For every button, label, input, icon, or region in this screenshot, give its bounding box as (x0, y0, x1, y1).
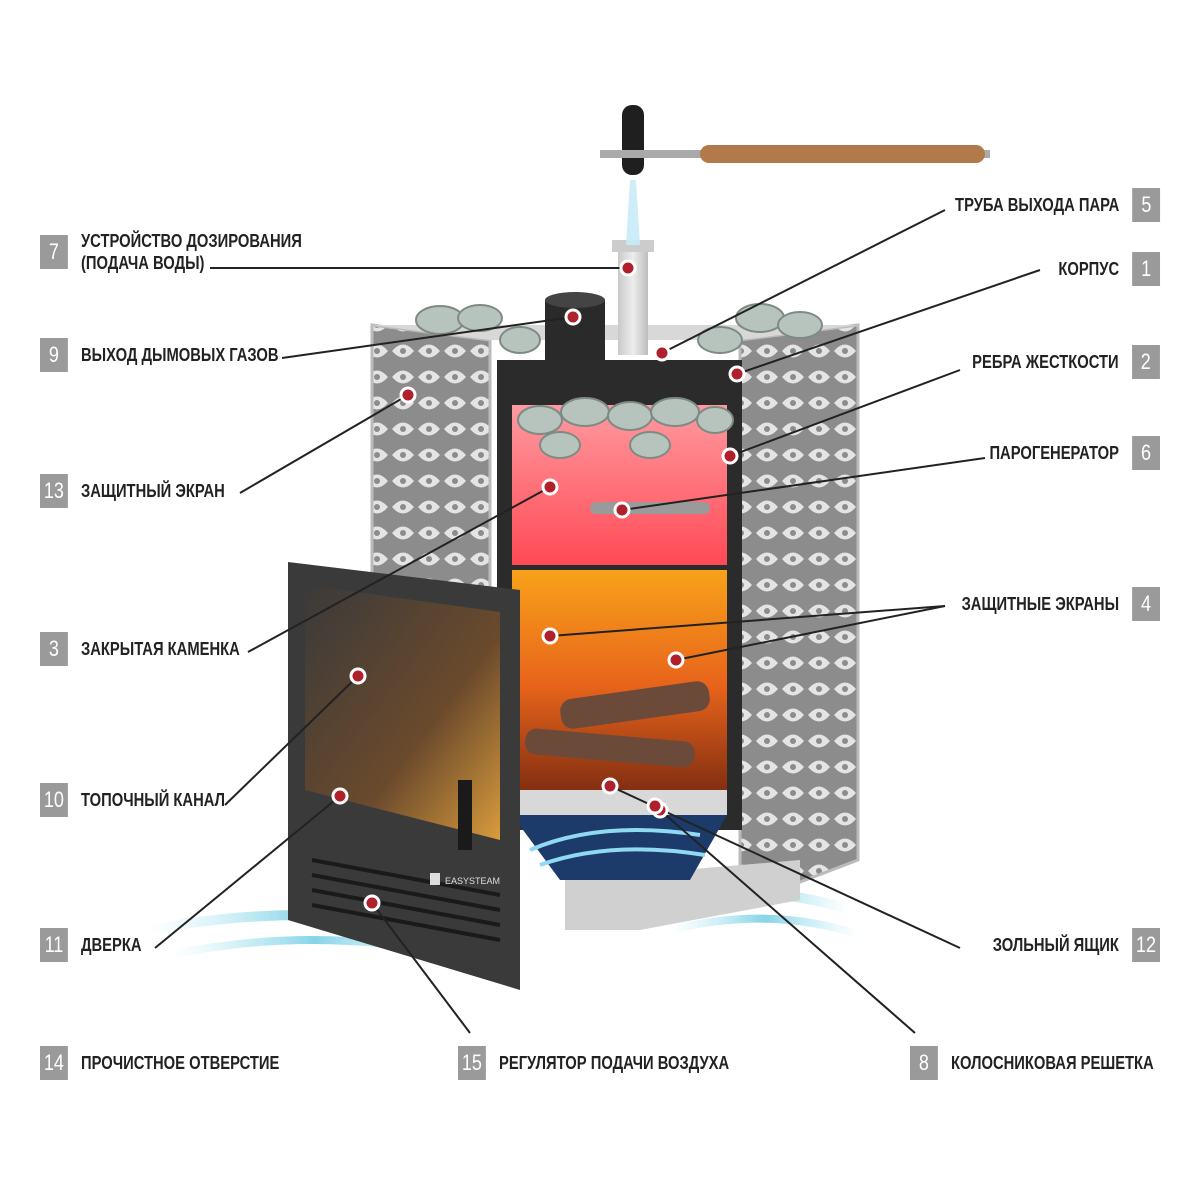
marker-15 (363, 894, 381, 912)
leader-line-4a (549, 605, 946, 637)
top-stones (415, 303, 823, 354)
steam-pipe (600, 105, 990, 355)
callout-13-number: 13 (40, 474, 68, 508)
callout-2-text: РЕБРА ЖЕСТКОСТИ (972, 352, 1119, 372)
leader-line-3 (247, 486, 551, 653)
callout-1-text: КОРПУС (1058, 259, 1119, 279)
callout-13: 13 ЗАЩИТНЫЙ ЭКРАН (40, 474, 225, 508)
callout-14-text: ПРОЧИСТНОЕ ОТВЕРСТИЕ (81, 1053, 280, 1073)
leader-line-5 (661, 209, 946, 354)
callout-12-text: ЗОЛЬНЫЙ ЯЩИК (992, 935, 1119, 955)
leader-line-10 (224, 675, 359, 806)
marker-4a (541, 627, 559, 645)
callout-9-text: ВЫХОД ДЫМОВЫХ ГАЗОВ (81, 345, 279, 365)
callout-10: 10 ТОПОЧНЫЙ КАНАЛ (40, 783, 225, 817)
callout-8-text: КОЛОСНИКОВАЯ РЕШЕТКА (951, 1053, 1154, 1073)
marker-9 (564, 308, 582, 326)
marker-1 (728, 365, 746, 383)
callout-6: ПАРОГЕНЕРАТОР 6 (989, 436, 1160, 470)
callout-9: 9 ВЫХОД ДЫМОВЫХ ГАЗОВ (40, 338, 279, 372)
stove-door: EASYSTEAM (288, 562, 520, 990)
callout-15-number: 15 (458, 1046, 486, 1080)
callout-13-text: ЗАЩИТНЫЙ ЭКРАН (81, 481, 225, 501)
callout-11-number: 11 (40, 928, 68, 962)
marker-13 (399, 386, 417, 404)
leader-line-8 (659, 809, 916, 1034)
firebox-section (497, 360, 742, 880)
brand-logo: EASYSTEAM (445, 876, 500, 886)
marker-12 (601, 777, 619, 795)
callout-14-number: 14 (40, 1046, 68, 1080)
callout-9-number: 9 (40, 338, 68, 372)
marker-5 (653, 344, 671, 362)
marker-11 (331, 787, 349, 805)
marker-6 (613, 501, 631, 519)
callout-4-text: ЗАЩИТНЫЕ ЭКРАНЫ (961, 594, 1119, 614)
callout-1: КОРПУС 1 (1058, 252, 1160, 286)
marker-10 (349, 667, 367, 685)
flue-pipe (545, 292, 605, 360)
marker-4b (667, 651, 685, 669)
callout-1-number: 1 (1132, 252, 1160, 286)
leader-line-2 (729, 369, 961, 457)
callout-7-text2: (ПОДАЧА ВОДЫ) (81, 253, 205, 273)
leader-line-11 (154, 795, 341, 949)
marker-7b (619, 259, 637, 277)
callout-5-number: 5 (1132, 188, 1160, 222)
callout-7: 7 УСТРОЙСТВО ДОЗИРОВАНИЯ (ПОДАЧА ВОДЫ) (40, 230, 302, 274)
callout-5: ТРУБА ВЫХОДА ПАРА 5 (955, 188, 1160, 222)
callout-8-number: 8 (910, 1046, 938, 1080)
leader-line-15 (371, 902, 471, 1034)
callout-7-number: 7 (40, 235, 68, 269)
callout-4: ЗАЩИТНЫЕ ЭКРАНЫ 4 (962, 587, 1160, 621)
callout-12-number: 12 (1132, 928, 1160, 962)
leader-line-13 (239, 394, 409, 494)
callout-8: 8 КОЛОСНИКОВАЯ РЕШЕТКА (910, 1046, 1154, 1080)
callout-12: ЗОЛЬНЫЙ ЯЩИК 12 (993, 928, 1160, 962)
callout-6-number: 6 (1132, 436, 1160, 470)
callout-markers (331, 259, 746, 912)
marker-2 (721, 447, 739, 465)
marker-3 (541, 478, 559, 496)
leader-line-6 (621, 457, 986, 511)
leader-line-1 (736, 269, 1041, 375)
callout-2-number: 2 (1132, 345, 1160, 379)
callout-7-text: УСТРОЙСТВО ДОЗИРОВАНИЯ (81, 231, 302, 251)
callout-3-text: ЗАКРЫТАЯ КАМЕНКА (81, 639, 240, 659)
callout-4-number: 4 (1132, 587, 1160, 621)
callout-10-text: ТОПОЧНЫЙ КАНАЛ (81, 790, 225, 810)
callout-6-text: ПАРОГЕНЕРАТОР (989, 443, 1119, 463)
callout-15-text: РЕГУЛЯТОР ПОДАЧИ ВОЗДУХА (499, 1053, 730, 1073)
callout-5-text: ТРУБА ВЫХОДА ПАРА (954, 195, 1119, 215)
leader-line-12 (609, 785, 961, 949)
leader-line-9 (281, 316, 574, 359)
callout-11: 11 ДВЕРКА (40, 928, 142, 962)
leader-line-4b (675, 605, 946, 661)
callout-15: 15 РЕГУЛЯТОР ПОДАЧИ ВОЗДУХА (458, 1046, 729, 1080)
callout-2: РЕБРА ЖЕСТКОСТИ 2 (972, 345, 1160, 379)
callout-3: 3 ЗАКРЫТАЯ КАМЕНКА (40, 632, 240, 666)
callout-11-text: ДВЕРКА (81, 935, 142, 955)
callout-10-number: 10 (40, 783, 68, 817)
marker-12b (646, 797, 664, 815)
leader-lines (154, 209, 1041, 1034)
callout-3-number: 3 (40, 632, 68, 666)
callout-14: 14 ПРОЧИСТНОЕ ОТВЕРСТИЕ (40, 1046, 279, 1080)
